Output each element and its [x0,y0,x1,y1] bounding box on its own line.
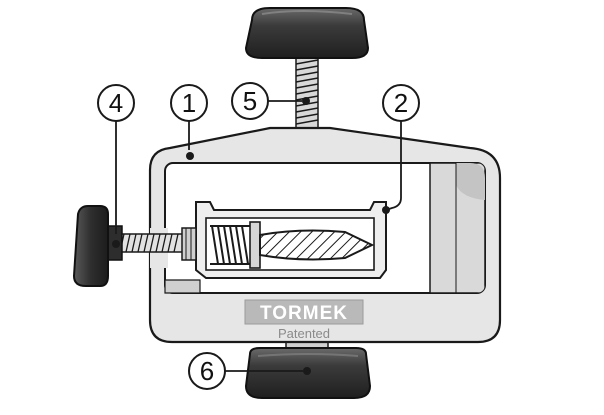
brand-logo: TORMEK [260,303,348,324]
callout-5: 5 [231,82,269,120]
callout-4: 4 [97,84,135,122]
callout-1-label: 1 [182,88,196,118]
callout-6-label: 6 [200,356,214,386]
logo-plate: TORMEK Patented [244,299,364,341]
callout-4-label: 4 [109,88,123,118]
leader-lines [112,97,402,375]
callout-2-label: 2 [394,88,408,118]
knife-holder [195,201,387,279]
callout-6: 6 [188,352,226,390]
spring [210,225,250,265]
callout-1: 1 [170,84,208,122]
patent-note: Patented [278,326,330,341]
callout-5-label: 5 [243,86,257,116]
knife-blade-section [259,229,375,261]
top-knob [244,7,370,59]
side-knob [72,205,109,287]
callout-2: 2 [382,84,420,122]
side-screw [72,205,197,287]
